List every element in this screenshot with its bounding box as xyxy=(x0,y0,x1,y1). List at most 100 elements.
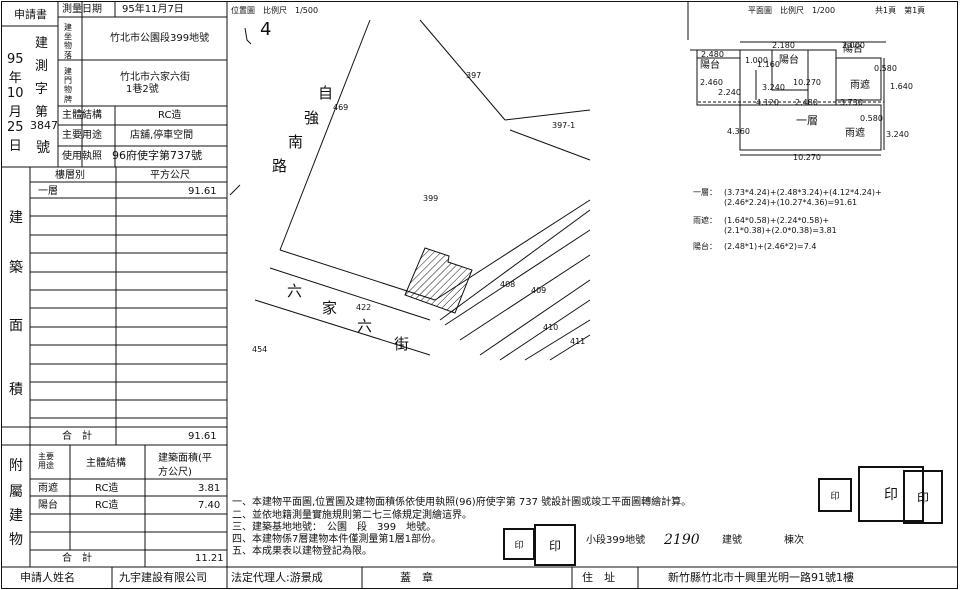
plan-page: 共1頁 第1頁 xyxy=(875,6,926,15)
door-line2: 1巷2號 xyxy=(126,84,159,95)
side-char-jian: 建 xyxy=(9,210,23,226)
dim-3730: 3.730 xyxy=(840,98,863,107)
note-4: 四、本建物係7層建物本件僅測量第1層1部份。 xyxy=(232,534,442,545)
footer-name: 九宇建設有限公司 xyxy=(119,571,207,584)
annex-use-label: 主要用途 xyxy=(38,452,54,471)
road2-char2: 家 xyxy=(322,299,338,317)
north-mark: 4 xyxy=(260,19,272,40)
parcel-397-1: 397-1 xyxy=(552,121,576,130)
dim-2000: 2.000 xyxy=(842,41,865,50)
applicant-label: 申請書 xyxy=(14,8,47,21)
plan-title: 平面圖 比例尺 1/200 xyxy=(748,6,836,15)
dim-1640: 1.640 xyxy=(890,82,913,91)
parcel-409: 409 xyxy=(531,286,547,295)
formula3-line1: (2.48*1)+(2.46*2)=7.4 xyxy=(724,242,817,251)
plan-balcony-left: 陽台 xyxy=(700,60,720,71)
dim-2480-b: 2.480 xyxy=(795,98,818,107)
permit-number: 3847 xyxy=(30,119,58,132)
road2-char3: 六 xyxy=(357,317,373,335)
permit-hao: 號 xyxy=(36,140,50,156)
annex-char-wu: 物 xyxy=(9,532,23,548)
dong-label: 棟次 xyxy=(784,535,804,546)
formula1-label: 一層： xyxy=(693,188,717,197)
permit: 96府使字第737號 xyxy=(112,149,202,162)
handwritten-number: 2190 xyxy=(664,532,700,548)
formula2-line2: (2.1*0.38)+(2.0*0.38)=3.81 xyxy=(724,226,837,235)
road1-char3: 南 xyxy=(288,133,304,151)
footer-seal-label: 蓋 章 xyxy=(400,571,433,584)
dim-0580-a: 0.580 xyxy=(874,64,897,73)
formula2-line1: (1.64*0.58)+(2.24*0.58)+ xyxy=(724,216,830,225)
road1-char2: 強 xyxy=(304,109,320,127)
subsection-number: 小段399地號 xyxy=(586,535,646,546)
month-number: 10 xyxy=(7,86,24,101)
build-no-label: 建號 xyxy=(722,535,742,546)
char-zi: 字 xyxy=(35,82,49,97)
agent-stamp-small: 印 xyxy=(818,478,852,512)
month-char: 月 xyxy=(8,105,22,120)
annex-char-fu: 附 xyxy=(9,458,23,474)
plan-floor-name: 一層 xyxy=(796,114,818,127)
parcel-397: 397 xyxy=(466,71,482,80)
annex-row1-struct: RC造 xyxy=(95,483,119,494)
seal-stamp-small: 印 xyxy=(503,528,535,560)
dim-4120: 4.120 xyxy=(756,98,779,107)
dim-4360: 4.360 xyxy=(727,127,750,136)
dim-10270-a: 10.270 xyxy=(793,78,821,87)
annex-total-label: 合 計 xyxy=(62,553,92,564)
year-number: 95 xyxy=(7,52,24,67)
annex-total-value: 11.21 xyxy=(195,553,224,564)
door-line1: 竹北市六家六街 xyxy=(120,72,190,83)
plan-eave-lower: 雨遮 xyxy=(845,128,865,139)
dim-2180: 2.180 xyxy=(772,41,795,50)
road2-char4: 街 xyxy=(394,335,410,353)
annex-row2-area: 7.40 xyxy=(198,500,221,511)
formula2-label: 雨遮： xyxy=(693,216,717,225)
note-5: 五、本成果表以建物登記為限。 xyxy=(232,546,372,557)
permit-word-column: 建 測 字 第 xyxy=(35,32,48,120)
day-number: 25 xyxy=(7,120,24,135)
annex-row1-use: 雨遮 xyxy=(38,483,58,494)
char-jian: 建 xyxy=(35,36,49,51)
footer-name-label: 申請人姓名 xyxy=(20,571,75,584)
structure-label: 主體結構 xyxy=(62,110,102,121)
parcel-410: 410 xyxy=(543,323,559,332)
road1-char4: 路 xyxy=(272,157,288,175)
note-2: 二、並依地籍測量實施規則第二七三條規定測繪這界。 xyxy=(232,510,472,521)
plan-eave-upper: 雨遮 xyxy=(850,80,870,91)
annex-char-shu: 屬 xyxy=(9,484,23,500)
formula3-label: 陽台： xyxy=(693,242,717,251)
parcel-469: 469 xyxy=(333,103,349,112)
plan-balcony-right: 陽台 xyxy=(843,44,863,55)
building-location: 竹北市公園段399地號 xyxy=(110,33,210,44)
footer-address-label: 住 址 xyxy=(582,571,615,584)
dim-1160: 1.160 xyxy=(757,60,780,69)
footer-agent: 法定代理人:游景成 xyxy=(231,571,323,584)
permit-date-column: 95 年 10 月 25 日 xyxy=(7,52,24,154)
parcel-411: 411 xyxy=(570,337,586,346)
dim-2460: 2.460 xyxy=(700,78,723,87)
parcel-408: 408 xyxy=(500,280,516,289)
formula1-line2: (2.46*2.24)+(10.27*4.36)=91.61 xyxy=(724,198,858,207)
use: 店舖,停車空間 xyxy=(130,130,194,141)
row1-floor: 一層 xyxy=(38,186,58,197)
agent-stamp-right: 印 xyxy=(903,470,943,524)
survey-date: 95年11月7日 xyxy=(122,4,184,15)
side-char-ji: 積 xyxy=(9,382,23,398)
area-total-value: 91.61 xyxy=(188,431,217,442)
row1-area: 91.61 xyxy=(188,186,217,197)
dim-2240: 2.240 xyxy=(718,88,741,97)
area-total-label: 合 計 xyxy=(62,431,92,442)
permit-label: 使用執照 xyxy=(62,151,102,162)
parcel-454: 454 xyxy=(252,345,268,354)
annex-area-label: 建築面積(平方公尺) xyxy=(158,453,212,478)
annex-row2-use: 陽台 xyxy=(38,500,58,511)
plan-balcony-mid: 陽台 xyxy=(779,55,799,66)
side-char-zhu: 築 xyxy=(9,260,23,276)
footer-address: 新竹縣竹北市十興里光明一路91號1樓 xyxy=(668,571,854,584)
formula1-line1: (3.73*4.24)+(2.48*3.24)+(4.12*4.24)+ xyxy=(724,188,882,197)
seal-stamp-large: 印 xyxy=(534,524,576,566)
door-label: 建門物牌 xyxy=(64,67,78,104)
